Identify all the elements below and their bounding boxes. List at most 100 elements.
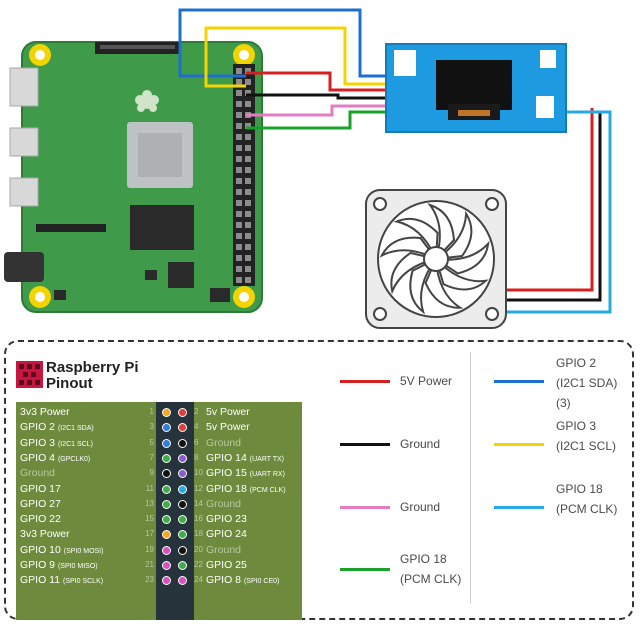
pin-number-even: 6 — [194, 437, 199, 447]
gpio-pin — [236, 112, 242, 118]
legend-label-line: GPIO 2 — [556, 356, 597, 370]
pin-left-label: GPIO 17 — [20, 482, 61, 495]
gpio-pin — [236, 134, 242, 140]
pin-number-even: 12 — [194, 483, 203, 493]
gpio-pin — [245, 222, 251, 228]
legend-divider — [470, 352, 471, 604]
pin-right-label: GPIO 24 — [206, 528, 247, 541]
gpio-pin — [245, 211, 251, 217]
fan — [365, 189, 507, 329]
legend-label-line: (PCM CLK) — [556, 502, 618, 516]
gpio-pin — [236, 211, 242, 217]
wire-pink — [246, 104, 388, 117]
fan-blade — [393, 217, 439, 260]
gpio-pin — [236, 255, 242, 261]
pin-dot-odd — [162, 423, 171, 433]
pin-left-label: GPIO 27 — [20, 497, 61, 510]
wiring-diagram — [4, 8, 612, 329]
pin-dot-even — [178, 530, 187, 540]
pin-dot-odd — [162, 453, 171, 463]
legend-label-line: GPIO 18 — [400, 552, 447, 566]
gpio-pin — [236, 266, 242, 272]
gpio-pin — [245, 167, 251, 173]
fan-blade — [435, 240, 490, 275]
pin-dot-odd — [162, 499, 171, 509]
pin-number-odd: 1 — [149, 407, 154, 416]
gpio-pin — [236, 79, 242, 85]
legend-label-line: GPIO 18 — [556, 482, 603, 496]
pin-dot-even — [178, 423, 187, 433]
pin-number-odd: 3 — [149, 422, 154, 432]
pin-right-label: 5v Power — [206, 406, 250, 418]
pin-number-odd: 5 — [149, 437, 154, 447]
gpio-pin — [245, 244, 251, 250]
gpio-pin — [236, 156, 242, 162]
pin-right-label: GPIO 15 (UART RX) — [206, 467, 285, 480]
legend-label: GPIO 18 (PCM CLK) — [556, 479, 617, 519]
pin-dot-even — [178, 484, 187, 494]
legend-line — [494, 443, 544, 446]
gpio-pin — [236, 167, 242, 173]
gpio-pin — [245, 255, 251, 261]
pin-dot-odd — [162, 530, 171, 540]
pinout-table-bg — [16, 402, 302, 620]
pin-right-label: GPIO 8 (SPI0 CE0) — [206, 574, 280, 587]
pin-number-odd: 9 — [149, 468, 154, 478]
gpio-pin — [245, 79, 251, 85]
legend-label: Ground — [400, 434, 440, 454]
legend-label-line: (3) — [556, 396, 571, 410]
oled-module — [385, 43, 567, 133]
gpio-pin — [245, 189, 251, 195]
pin-dot-even — [178, 545, 187, 555]
pin-number-even: 8 — [194, 452, 199, 462]
pin-number-odd: 19 — [145, 544, 154, 554]
pin-number-odd: 23 — [145, 575, 154, 585]
wire-fan-red — [505, 108, 594, 292]
gpio-pin — [245, 68, 251, 74]
pinout-title: Raspberry Pi Pinout — [46, 360, 139, 392]
pin-number-odd: 7 — [149, 452, 154, 462]
legend-label: Ground — [400, 497, 440, 517]
pin-dot-odd — [162, 561, 171, 570]
pin-right-label: Ground — [206, 497, 242, 510]
gpio-pin — [236, 233, 242, 239]
gpio-pin — [245, 123, 251, 129]
legend-line — [340, 568, 390, 571]
gpio-pin — [245, 200, 251, 206]
pin-dot-even — [178, 576, 187, 586]
legend-label-line: GPIO 3 — [556, 419, 597, 433]
wire-yellow — [204, 26, 388, 88]
pin-number-odd: 11 — [145, 483, 154, 493]
pin-number-even: 14 — [194, 498, 203, 508]
wires — [178, 8, 612, 314]
gpio-pin — [236, 178, 242, 184]
pin-dot-odd — [162, 408, 171, 417]
wire-green — [246, 110, 388, 130]
gpio-pin — [236, 200, 242, 206]
legend-line — [494, 380, 544, 383]
legend-line — [494, 506, 544, 509]
wire-blue — [178, 8, 388, 78]
legend-line — [340, 380, 390, 383]
pin-left-label: Ground — [20, 467, 56, 480]
wire-black — [246, 93, 388, 100]
pin-right-label: GPIO 18 (PCM CLK) — [206, 482, 286, 495]
wire-red — [246, 71, 388, 92]
gpio-pin — [245, 101, 251, 107]
pin-dot-odd — [162, 438, 171, 448]
pin-dot-odd — [162, 515, 171, 525]
gpio-pin — [236, 101, 242, 107]
legend-label: GPIO 2(I2C1 SDA)(3) — [556, 353, 617, 413]
legend-line — [340, 443, 390, 446]
gpio-pin — [245, 145, 251, 151]
raspberry-pi-logo-icon — [16, 361, 43, 388]
pin-number-odd: 21 — [145, 560, 154, 569]
gpio-pin — [236, 123, 242, 129]
